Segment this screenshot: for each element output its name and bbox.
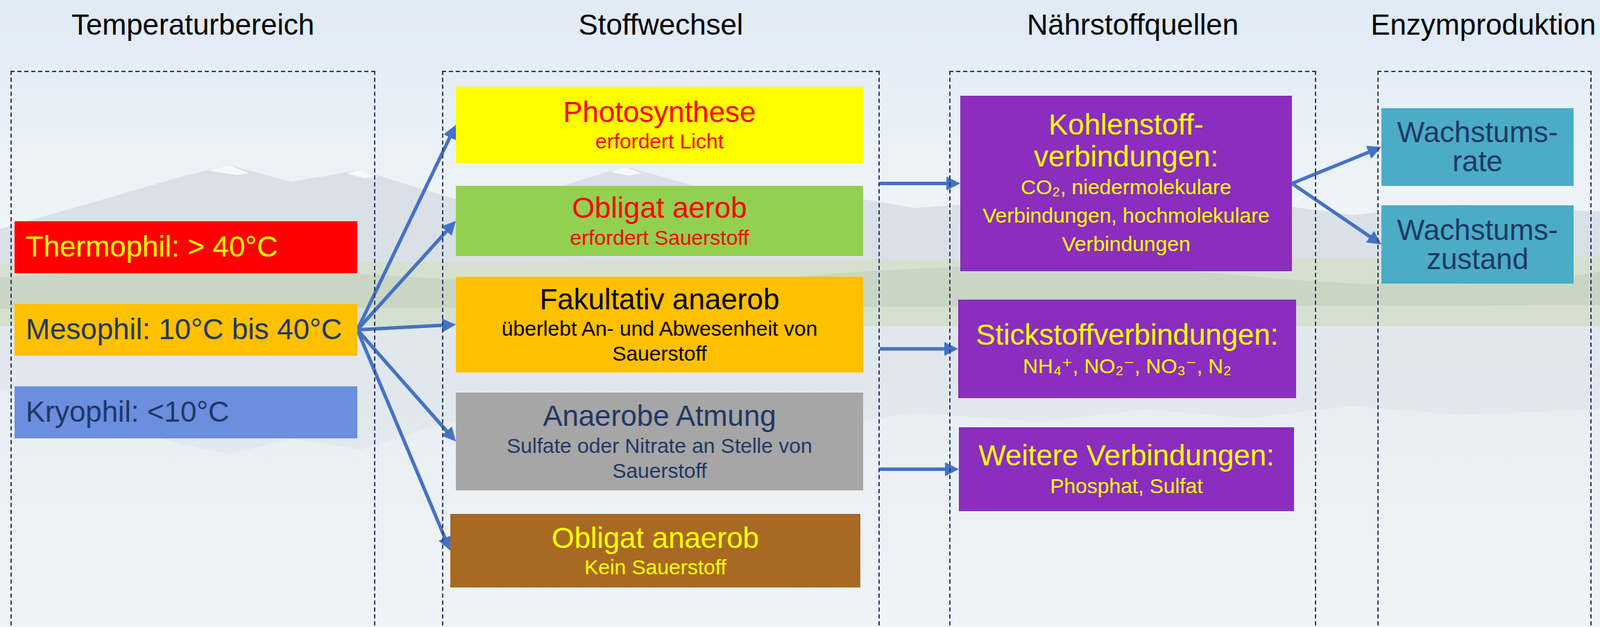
flow-arrow — [1291, 149, 1376, 184]
box-title: Obligat anaerob — [551, 521, 760, 556]
growth-box: Wachstums- rate — [1381, 108, 1574, 186]
box-detail: überlebt An- und Abwesenheit von Sauerst… — [479, 316, 841, 367]
nutrient-box: Stickstoffverbindungen:NH₄⁺, NO₂⁻, NO₃⁻,… — [958, 299, 1297, 399]
temperature-box: Mesophil: 10°C bis 40°C — [14, 303, 358, 356]
nutrient-box: Kohlenstoff- verbindungen:CO₂, niedermol… — [960, 95, 1292, 272]
box-detail: Sulfate oder Nitrate an Stelle von Sauer… — [479, 433, 841, 484]
box-detail: Kein Sauerstoff — [584, 555, 727, 581]
box-detail: NH₄⁺, NO₂⁻, NO₃⁻, N₂ — [1022, 352, 1231, 380]
metabolism-box: Obligat anaerobKein Sauerstoff — [450, 514, 861, 588]
box-title: Wachstums- rate — [1391, 117, 1565, 177]
flow-arrow — [1291, 183, 1376, 241]
metabolism-box: Anaerobe AtmungSulfate oder Nitrate an S… — [455, 392, 864, 491]
box-detail: CO₂, niedermolekulare Verbindungen, hoch… — [967, 172, 1285, 259]
nutrient-box: Weitere Verbindungen:Phosphat, Sulfat — [958, 427, 1295, 512]
flow-arrow — [357, 325, 449, 331]
category-group: EnzymproduktionWachstums- rateWachstums-… — [1377, 70, 1592, 627]
box-detail: erfordert Licht — [595, 129, 724, 155]
flow-arrow — [879, 181, 954, 186]
box-title: Stickstoffverbindungen: — [976, 318, 1279, 352]
box-title: Obligat aerob — [571, 191, 747, 225]
box-title: Anaerobe Atmung — [542, 399, 776, 433]
growth-box: Wachstums- zustand — [1381, 205, 1574, 284]
flow-arrow — [357, 131, 454, 330]
metabolism-box: Obligat aeroberfordert Sauerstoff — [455, 185, 864, 257]
metabolism-box: Fakultativ anaerobüberlebt An- und Abwes… — [455, 276, 864, 373]
group-heading: Enzymproduktion — [1371, 8, 1597, 42]
box-title: Photosynthese — [563, 95, 757, 130]
box-title: Wachstums- zustand — [1391, 215, 1565, 275]
flow-arrow — [357, 330, 448, 545]
temperature-box: Thermophil: > 40°C — [14, 221, 358, 274]
flow-arrow — [879, 467, 952, 472]
box-title: Weitere Verbindungen: — [978, 439, 1275, 473]
group-heading: Temperaturbereich — [71, 8, 315, 42]
group-heading: Stoffwechsel — [578, 8, 744, 42]
temperature-box: Kryophil: <10°C — [14, 386, 358, 439]
category-group: TemperaturbereichThermophil: > 40°CMesop… — [10, 70, 376, 627]
box-title: Fakultativ anaerob — [539, 283, 780, 317]
flow-arrow — [357, 330, 451, 438]
flow-arrow — [357, 226, 451, 331]
box-title: Mesophil: 10°C bis 40°C — [25, 312, 343, 347]
box-detail: erfordert Sauerstoff — [570, 225, 750, 251]
box-title: Kohlenstoff- verbindungen: — [1011, 108, 1241, 173]
category-group: StoffwechselPhotosyntheseerfordert Licht… — [441, 70, 880, 627]
metabolism-box: Photosyntheseerfordert Licht — [455, 86, 864, 164]
box-detail: Phosphat, Sulfat — [1049, 472, 1203, 500]
flow-arrow — [879, 347, 952, 352]
box-title: Thermophil: > 40°C — [25, 230, 278, 264]
box-title: Kryophil: <10°C — [25, 395, 229, 429]
category-group: NährstoffquellenKohlenstoff- verbindunge… — [949, 70, 1317, 627]
group-heading: Nährstoffquellen — [1026, 8, 1239, 42]
